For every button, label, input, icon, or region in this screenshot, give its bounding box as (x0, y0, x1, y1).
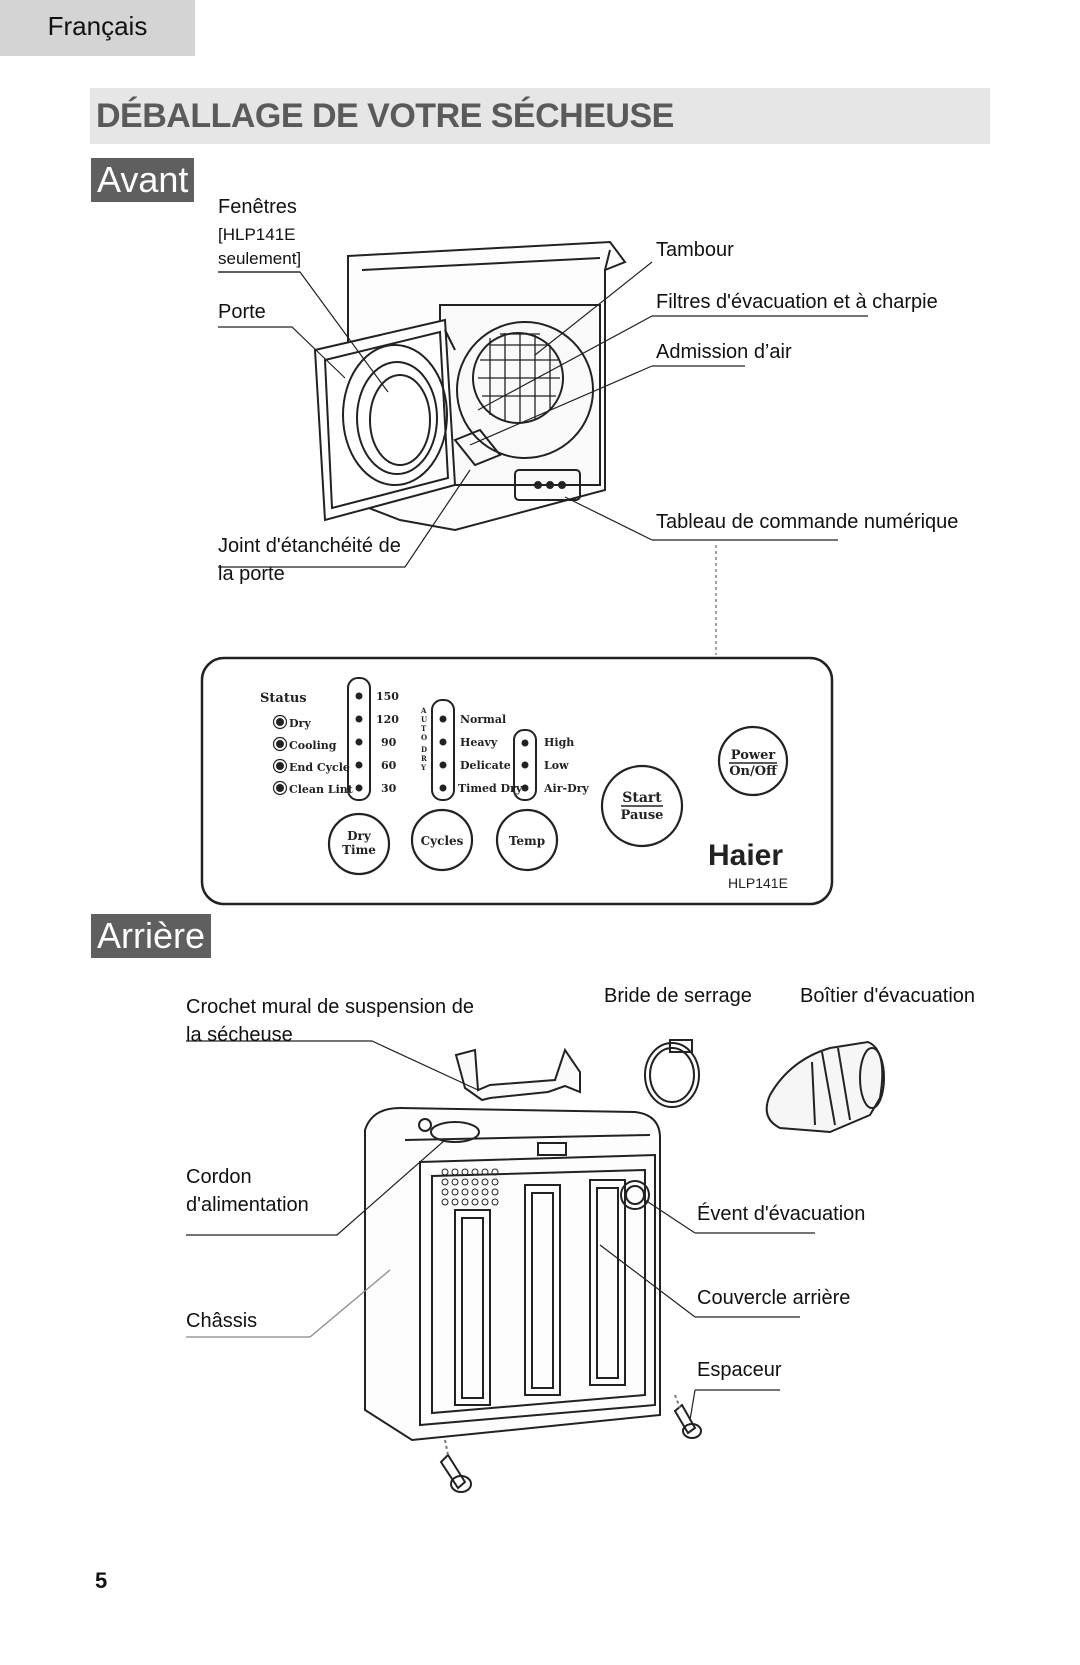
panel-btn-on-off: On/Off (729, 764, 778, 779)
panel-temp-air-dry: Air-Dry (543, 782, 589, 795)
panel-auto-dry-o: O (421, 733, 427, 742)
panel-auto-dry-u: U (421, 715, 427, 724)
label-drum: Tambour (656, 239, 734, 261)
panel-time-120: 120 (376, 713, 399, 726)
page-title: DÉBALLAGE DE VOTRE SÉCHEUSE (96, 97, 674, 135)
clamp-illustration (644, 1039, 700, 1108)
panel-btn-dry-time-1: Dry (347, 829, 372, 843)
panel-model: HLP141E (728, 875, 788, 891)
label-air-intake: Admission d’air (656, 341, 792, 363)
exhaust-box-illustration (765, 1040, 885, 1134)
label-hook-2: la sécheuse (186, 1024, 293, 1046)
panel-auto-dry-a: A (420, 706, 427, 715)
dryer-front-illustration (313, 240, 627, 532)
label-windows-note-2: seulement] (218, 249, 302, 268)
panel-cycle-normal: Normal (460, 713, 506, 726)
panel-status-end-cycle: End Cycle (289, 761, 350, 774)
label-door: Porte (218, 301, 266, 323)
panel-auto-dry-y: Y (420, 763, 427, 772)
panel-status-dry: Dry (289, 717, 311, 730)
label-door-seal-2: la porte (218, 563, 285, 585)
panel-cycle-heavy: Heavy (460, 736, 498, 749)
label-cord-2: d'alimentation (186, 1194, 309, 1216)
title-bar: DÉBALLAGE DE VOTRE SÉCHEUSE (90, 88, 990, 144)
panel-time-150: 150 (376, 690, 399, 703)
panel-auto-dry-r: R (421, 754, 427, 763)
panel-auto-dry-t: T (421, 724, 427, 733)
panel-btn-start: Start (622, 790, 662, 806)
label-filters: Filtres d'évacuation et à charpie (656, 291, 938, 313)
language-tab: Français (0, 0, 195, 56)
panel-time-30: 30 (381, 782, 397, 795)
label-hook-1: Crochet mural de suspension de (186, 996, 474, 1018)
panel-time-90: 90 (381, 736, 397, 749)
label-vent: Évent d'évacuation (697, 1203, 866, 1225)
label-cord-1: Cordon (186, 1166, 252, 1188)
label-windows-note-1: [HLP141E (218, 225, 296, 244)
label-back-cover: Couvercle arrière (697, 1287, 851, 1309)
panel-cycle-delicate: Delicate (460, 759, 511, 772)
label-clamp: Bride de serrage (604, 985, 752, 1007)
panel-status-clean-lint: Clean Lint (289, 783, 354, 796)
panel-status-title: Status (260, 691, 307, 706)
label-chassis: Châssis (186, 1310, 258, 1332)
panel-btn-cycles: Cycles (421, 834, 464, 848)
panel-temp-low: Low (544, 759, 569, 772)
section-label-rear: Arrière (91, 914, 212, 958)
page-number: 5 (95, 1568, 108, 1593)
label-spacer: Espaceur (697, 1359, 782, 1381)
label-door-seal-1: Joint d'étanchéité de (218, 535, 401, 557)
brand-logo: Haier (708, 839, 783, 872)
dryer-rear-illustration (364, 1106, 702, 1493)
wall-hook-illustration (454, 1047, 581, 1102)
panel-btn-temp: Temp (509, 834, 545, 848)
section-label-front: Avant (91, 158, 195, 202)
panel-auto-dry-d: D (421, 745, 427, 754)
panel-cycle-timed-dry: Timed Dry (458, 782, 523, 795)
panel-btn-dry-time-2: Time (342, 843, 376, 857)
panel-status-cooling: Cooling (289, 739, 337, 752)
label-exhaust-box: Boîtier d'évacuation (800, 985, 976, 1007)
panel-time-60: 60 (381, 759, 397, 772)
panel-temp-high: High (544, 736, 574, 749)
panel-btn-power: Power (731, 748, 776, 763)
panel-btn-pause: Pause (621, 808, 664, 823)
label-windows: Fenêtres (218, 196, 297, 218)
label-control-panel: Tableau de commande numérique (656, 511, 959, 533)
